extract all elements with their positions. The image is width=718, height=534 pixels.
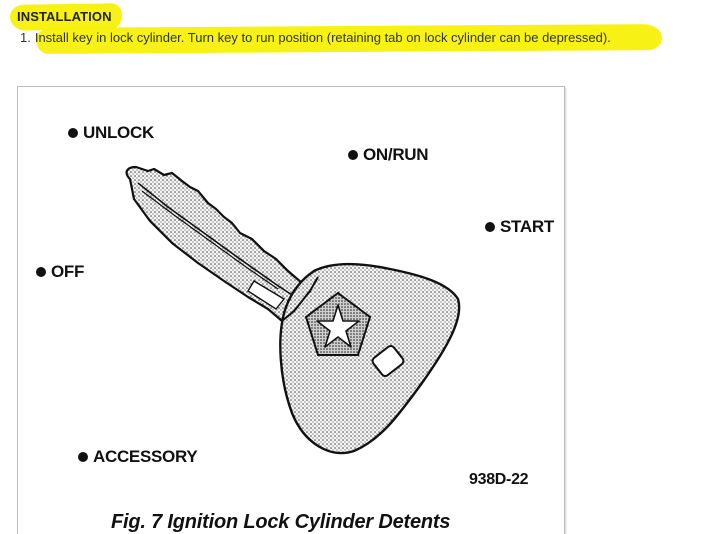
bullet-dot-icon: [485, 222, 495, 232]
step-text: Install key in lock cylinder. Turn key t…: [34, 30, 611, 45]
key-slot: [371, 344, 405, 378]
step-number: 1.: [20, 30, 31, 45]
bullet-dot-icon: [68, 128, 78, 138]
position-start-label: START: [500, 217, 554, 236]
position-on-run: ON/RUN: [348, 145, 429, 165]
position-start: START: [485, 217, 554, 237]
figure-caption: Fig. 7 Ignition Lock Cylinder Detents: [111, 511, 451, 533]
position-accessory-label: ACCESSORY: [93, 447, 198, 466]
bullet-dot-icon: [78, 452, 88, 462]
instruction-step: 1.Install key in lock cylinder. Turn key…: [20, 30, 611, 45]
section-heading: INSTALLATION: [17, 9, 112, 24]
position-accessory: ACCESSORY: [78, 447, 198, 467]
key-groove: [137, 182, 293, 296]
figure-ignition-lock-detents: UNLOCK ON/RUN START OFF ACCESSORY 938D-2…: [17, 86, 565, 534]
position-off-label: OFF: [51, 262, 85, 281]
position-unlock: UNLOCK: [68, 123, 154, 143]
pentastar-logo-icon: [304, 291, 372, 356]
position-unlock-label: UNLOCK: [83, 123, 154, 142]
key-head: [279, 262, 461, 455]
bullet-dot-icon: [348, 150, 358, 160]
position-off: OFF: [36, 262, 84, 282]
position-on-run-label: ON/RUN: [363, 145, 429, 164]
ignition-key-icon: [125, 165, 461, 455]
figure-code: 938D-22: [469, 471, 529, 488]
bullet-dot-icon: [36, 267, 46, 277]
